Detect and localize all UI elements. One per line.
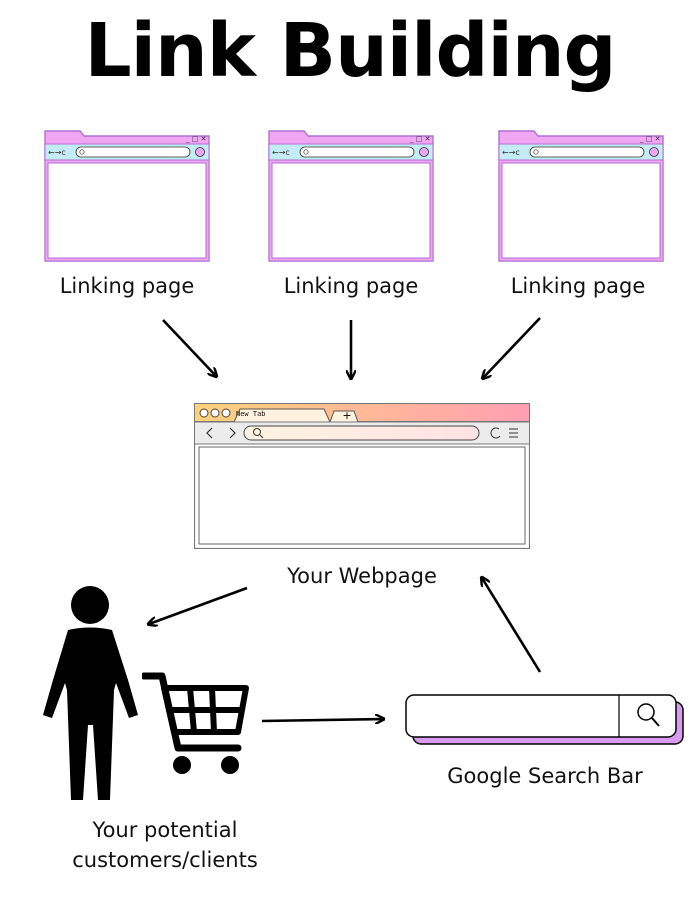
svg-text:←→c: ←→c	[502, 148, 520, 157]
arrow-linking3-to-webpage	[483, 317, 541, 378]
customers-label-line1: Your potential	[92, 818, 238, 842]
arrow-webpage-to-customer	[149, 586, 248, 624]
svg-text:_ □ ✕: _ □ ✕	[409, 135, 430, 143]
customers-label-line2: customers/clients	[72, 848, 258, 872]
page-title: Link Building	[84, 8, 617, 94]
svg-text:←→c: ←→c	[48, 148, 66, 157]
linking-page-browser-1: _ □ ✕ ←→c	[44, 130, 210, 262]
linking-page-label-3: Linking page	[510, 274, 646, 298]
your-webpage-label: Your Webpage	[287, 564, 437, 588]
search-bar-label: Google Search Bar	[447, 764, 643, 788]
tab-label: New Tab	[236, 410, 266, 418]
arrow-customer-to-search	[261, 719, 383, 721]
linking-page-label-1: Linking page	[59, 274, 195, 298]
svg-text:_ □ ✕: _ □ ✕	[639, 135, 660, 143]
linking-page-label-2: Linking page	[283, 274, 419, 298]
linking-page-browser-3: _ □ ✕ ←→c	[498, 130, 664, 262]
person-icon	[43, 586, 138, 800]
svg-text:←→c: ←→c	[272, 148, 290, 157]
arrow-linking1-to-webpage	[162, 319, 216, 376]
shopping-cart-icon	[142, 672, 249, 774]
your-webpage-browser: +	[194, 403, 530, 549]
linking-page-browser-2: _ □ ✕ ←→c	[268, 130, 434, 262]
svg-text:_ □ ✕: _ □ ✕	[185, 135, 206, 143]
svg-text:+: +	[342, 409, 351, 422]
google-search-bar	[405, 694, 684, 745]
arrow-search-to-webpage	[482, 578, 542, 673]
